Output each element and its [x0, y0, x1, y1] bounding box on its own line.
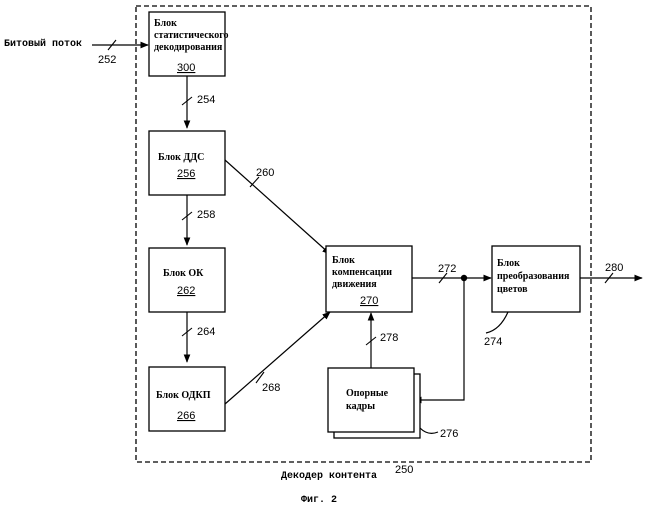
leader-274	[486, 312, 508, 333]
frames-line2: кадры	[346, 401, 375, 412]
ref-252: 252	[98, 54, 116, 66]
leader-276	[420, 428, 438, 433]
odkp-block: Блок ОДКП 266	[149, 367, 225, 431]
reference-frames-block: Опорные кадры	[328, 368, 420, 438]
decoder-label: Декодер контента	[281, 471, 377, 482]
ref-274: 274	[484, 336, 502, 348]
ref-280: 280	[605, 262, 623, 274]
ok-block: Блок ОК 262	[149, 248, 225, 312]
bitstream-label: Битовый поток	[4, 38, 82, 50]
color-line1: Блок	[497, 258, 520, 269]
ref-256: 256	[177, 168, 195, 180]
ok-label: Блок ОК	[163, 268, 204, 279]
ref-278: 278	[380, 332, 398, 344]
ref-250: 250	[395, 464, 413, 476]
dds-block: Блок ДДС 256	[149, 131, 225, 195]
motion-line3: движения	[332, 279, 377, 290]
ref-260: 260	[256, 167, 274, 179]
entropy-decoding-block: Блок статистического декодирования 300	[149, 12, 229, 76]
dds-label: Блок ДДС	[158, 152, 204, 163]
color-line3: цветов	[497, 284, 528, 295]
arrow-260	[225, 160, 330, 254]
ref-254: 254	[197, 94, 215, 106]
ref-264: 264	[197, 326, 215, 338]
entropy-line3: декодирования	[154, 42, 223, 53]
color-conversion-block: Блок преобразования цветов	[492, 246, 580, 312]
figure-caption: Фиг. 2	[301, 495, 337, 506]
motion-line2: компенсации	[332, 267, 392, 278]
entropy-line2: статистического	[154, 30, 229, 41]
ref-270: 270	[360, 295, 378, 307]
ref-258: 258	[197, 209, 215, 221]
feedback-arrow	[414, 278, 464, 400]
ref-300: 300	[177, 62, 195, 74]
ref-266: 266	[177, 410, 195, 422]
odkp-label: Блок ОДКП	[156, 390, 211, 401]
frames-line1: Опорные	[346, 388, 389, 399]
motion-line1: Блок	[332, 255, 355, 266]
entropy-line1: Блок	[154, 18, 177, 29]
ref-268: 268	[262, 382, 280, 394]
ref-272: 272	[438, 263, 456, 275]
ref-262: 262	[177, 285, 195, 297]
ref-276: 276	[440, 428, 458, 440]
motion-compensation-block: Блок компенсации движения 270	[326, 246, 412, 312]
color-line2: преобразования	[497, 271, 570, 282]
